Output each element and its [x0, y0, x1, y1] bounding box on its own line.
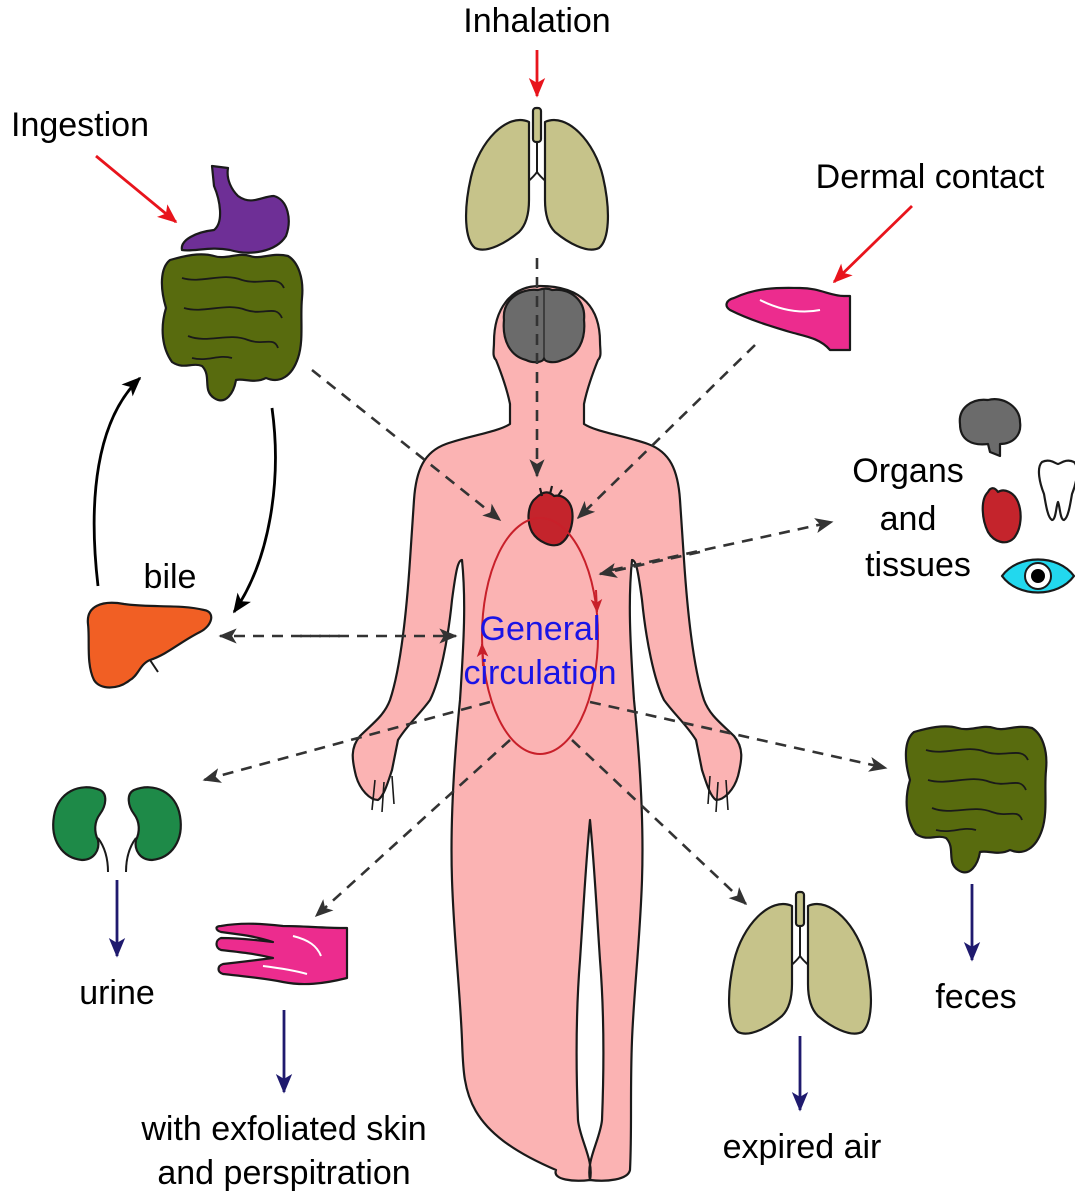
tooth-icon — [1037, 459, 1075, 522]
label-expired-air: expired air — [723, 1128, 882, 1166]
excretion-arrows — [108, 880, 981, 1112]
arrow-intestine-to-liver — [232, 407, 277, 614]
label-bile: bile — [144, 558, 197, 596]
body-silhouette — [351, 284, 743, 1182]
liver-icon — [86, 601, 213, 689]
hand-flat-icon — [215, 922, 349, 986]
label-urine: urine — [79, 974, 155, 1012]
brain-icon — [502, 287, 586, 364]
arrow-organs-to-circulation — [598, 550, 701, 578]
arrow-intestine-to-heart — [311, 368, 502, 522]
arrow-circulation-to-lungs — [571, 739, 748, 906]
lungs-expired-icon — [727, 890, 873, 1035]
hand-icon — [725, 286, 852, 352]
circulation-loop — [476, 517, 603, 755]
stomach-icon — [180, 164, 290, 254]
arrow-circulation-to-kidneys — [202, 700, 491, 783]
intestine-icon — [160, 253, 304, 402]
label-organs-line2: and — [880, 500, 937, 538]
arrow-circulation-to-skin — [314, 739, 511, 918]
brain-small-icon — [958, 398, 1022, 458]
label-ingestion: Ingestion — [11, 106, 149, 144]
label-general: General — [480, 610, 601, 648]
kidneys-icon — [52, 786, 182, 873]
human-body-icon — [351, 284, 743, 1182]
enterohepatic-arrows — [92, 376, 277, 614]
label-feces: feces — [935, 978, 1016, 1016]
arrow-bile-to-intestine — [92, 376, 142, 587]
label-circulation: circulation — [463, 654, 616, 692]
intestine-feces-icon — [904, 725, 1048, 874]
lungs-icon — [464, 106, 610, 251]
intake-arrows — [95, 50, 913, 284]
label-organs-line1: Organs — [852, 452, 964, 490]
label-inhalation: Inhalation — [463, 2, 610, 40]
arrow-hand-to-heart — [576, 344, 756, 520]
arrow-dermal-contact — [832, 204, 913, 284]
flow-arrows — [202, 258, 888, 918]
label-skin-line2: and perspitration — [157, 1154, 410, 1192]
eye-icon — [1000, 558, 1075, 594]
label-dermal-contact: Dermal contact — [816, 158, 1045, 196]
heart-small-icon — [981, 487, 1022, 544]
heart-icon — [527, 485, 574, 547]
label-organs-line3: tissues — [865, 546, 971, 584]
label-skin-line1: with exfoliated skin — [140, 1110, 426, 1148]
arrow-circulation-to-feces — [589, 700, 888, 772]
arrow-ingestion — [95, 154, 178, 224]
